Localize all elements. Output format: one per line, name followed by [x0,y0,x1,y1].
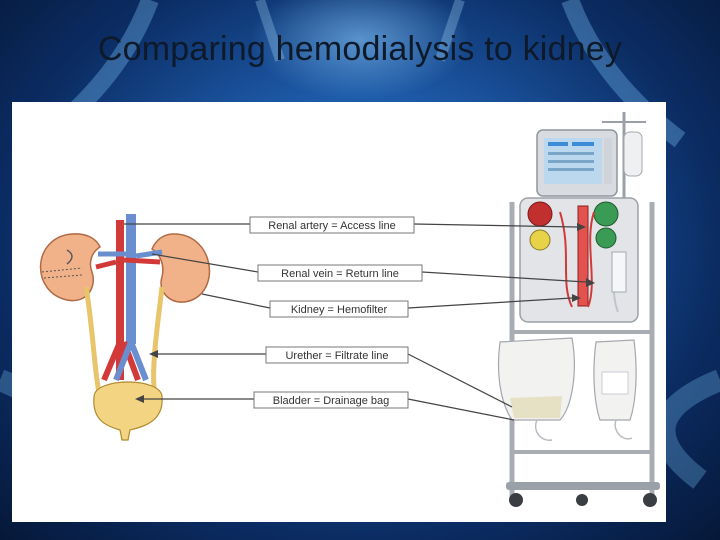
vena-cava [126,214,136,344]
label-renal-artery: Renal artery = Access line [268,220,395,232]
left-kidney [39,233,101,302]
label-row-kidney: Kidney = Hemofilter [201,293,581,318]
label-row-urether: Urether = Filtrate line [149,346,513,408]
label-renal-vein: Renal vein = Return line [281,268,399,280]
right-ureter [146,286,165,404]
bladder [93,381,163,441]
label-urether: Urether = Filtrate line [285,350,388,362]
aorta [116,220,124,380]
anatomy-illustration [39,214,211,441]
blood-pump [527,201,553,227]
diagram-panel: Renal artery = Access line Renal vein = … [12,102,666,522]
hemodialysis-machine [497,112,660,507]
label-row-bladder: Bladder = Drainage bag [135,391,515,421]
left-ureter [83,286,110,404]
comparison-diagram: Renal artery = Access line Renal vein = … [39,112,660,507]
label-kidney: Kidney = Hemofilter [291,304,388,316]
label-row-renal-artery: Renal artery = Access line [124,216,586,234]
slide-title: Comparing hemodialysis to kidney [97,30,623,68]
hemofilter [577,205,589,307]
label-row-renal-vein: Renal vein = Return line [151,253,595,287]
label-bladder: Bladder = Drainage bag [273,395,390,407]
